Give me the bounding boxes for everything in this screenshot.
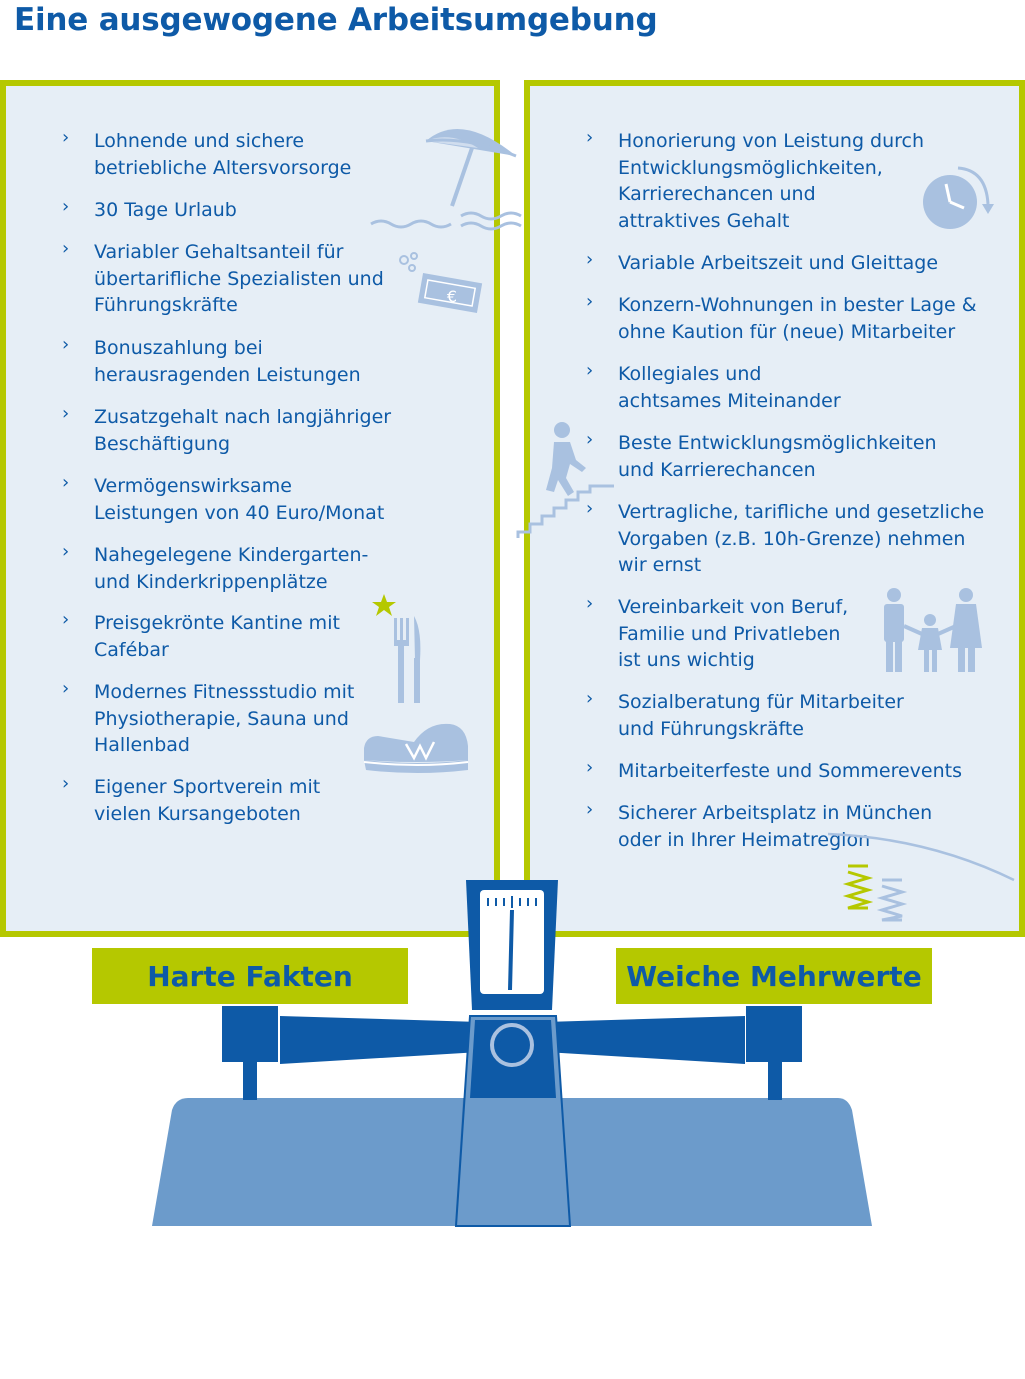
- bullet-chevron-icon: ›: [62, 678, 70, 699]
- bullet-chevron-icon: ›: [586, 757, 594, 778]
- bullet-chevron-icon: ›: [62, 127, 70, 148]
- balance-scale-icon: [152, 880, 872, 1227]
- list-item: ›Variabler Gehaltsanteil für übertarifli…: [62, 238, 384, 316]
- list-item: ›Modernes Fitnessstudio mit Physiotherap…: [62, 678, 355, 756]
- bullet-chevron-icon: ›: [62, 472, 70, 493]
- list-item: ›Vertragliche, tarifliche und gesetzlich…: [586, 498, 985, 576]
- list-item: ›Bonuszahlung bei herausragenden Leistun…: [62, 334, 361, 386]
- sneaker-icon: [363, 723, 469, 773]
- panel-harte-fakten: ›Lohnende und sichere betriebliche Alter…: [0, 80, 522, 937]
- spring-icon: [828, 832, 1015, 922]
- list-item: ›Mitarbeiterfeste und Sommerevents: [586, 757, 962, 782]
- page-title: Eine ausgewogene Arbeitsumgebung: [14, 2, 658, 38]
- beach-umbrella-icon: [370, 129, 522, 231]
- bullet-chevron-icon: ›: [62, 196, 70, 217]
- list-item: ›Konzern-Wohnungen in bester Lage & ohne…: [586, 291, 977, 343]
- svg-text:€: €: [447, 287, 457, 306]
- label-weiche-mehrwerte: Weiche Mehrwerte: [616, 948, 932, 1004]
- money-bills-icon: €: [399, 252, 483, 313]
- list-item: ›Lohnende und sichere betriebliche Alter…: [62, 127, 352, 179]
- clock-icon: [923, 166, 994, 229]
- bullet-chevron-icon: ›: [62, 403, 70, 424]
- list-item: ›Honorierung von Leistung durch Entwickl…: [586, 127, 925, 232]
- cutlery-star-icon: [372, 594, 421, 703]
- bullet-chevron-icon: ›: [586, 249, 594, 270]
- bullet-chevron-icon: ›: [586, 127, 594, 148]
- family-icon: [884, 588, 982, 672]
- list-item: ›Beste Entwicklungsmöglichkeiten und Kar…: [586, 429, 937, 481]
- label-harte-fakten: Harte Fakten: [92, 948, 408, 1004]
- list-item: ›Sozialberatung für Mitarbeiter und Führ…: [586, 688, 904, 740]
- list-item: ›30 Tage Urlaub: [62, 196, 237, 221]
- list-item: ›Preisgekrönte Kantine mit Cafébar: [62, 609, 340, 661]
- list-item: ›Kollegiales und achtsames Miteinander: [586, 360, 841, 412]
- bullet-chevron-icon: ›: [62, 541, 70, 562]
- bullet-chevron-icon: ›: [586, 498, 594, 519]
- stairs-climber-icon: [516, 422, 614, 538]
- list-item: ›Nahegelegene Kindergarten- und Kinderkr…: [62, 541, 369, 593]
- list-item: ›Vereinbarkeit von Beruf, Familie und Pr…: [586, 593, 849, 671]
- list-item: ›Vermögenswirksame Leistungen von 40 Eur…: [62, 472, 385, 524]
- bullet-chevron-icon: ›: [586, 688, 594, 709]
- list-item: ›Sicherer Arbeitsplatz in München oder i…: [586, 799, 933, 851]
- bullet-chevron-icon: ›: [62, 238, 70, 259]
- list-item: ›Variable Arbeitszeit und Gleittage: [586, 249, 939, 274]
- panel-weiche-mehrwerte: ›Honorierung von Leistung durch Entwickl…: [516, 80, 1025, 937]
- bullet-chevron-icon: ›: [586, 799, 594, 820]
- bullet-chevron-icon: ›: [586, 593, 594, 614]
- list-item: ›Eigener Sportverein mit vielen Kursange…: [62, 773, 321, 825]
- bullet-chevron-icon: ›: [62, 334, 70, 355]
- bullet-chevron-icon: ›: [586, 291, 594, 312]
- bullet-chevron-icon: ›: [586, 429, 594, 450]
- bullet-chevron-icon: ›: [62, 773, 70, 794]
- list-item: ›Zusatzgehalt nach langjähriger Beschäft…: [62, 403, 392, 455]
- bullet-chevron-icon: ›: [586, 360, 594, 381]
- bullet-chevron-icon: ›: [62, 609, 70, 630]
